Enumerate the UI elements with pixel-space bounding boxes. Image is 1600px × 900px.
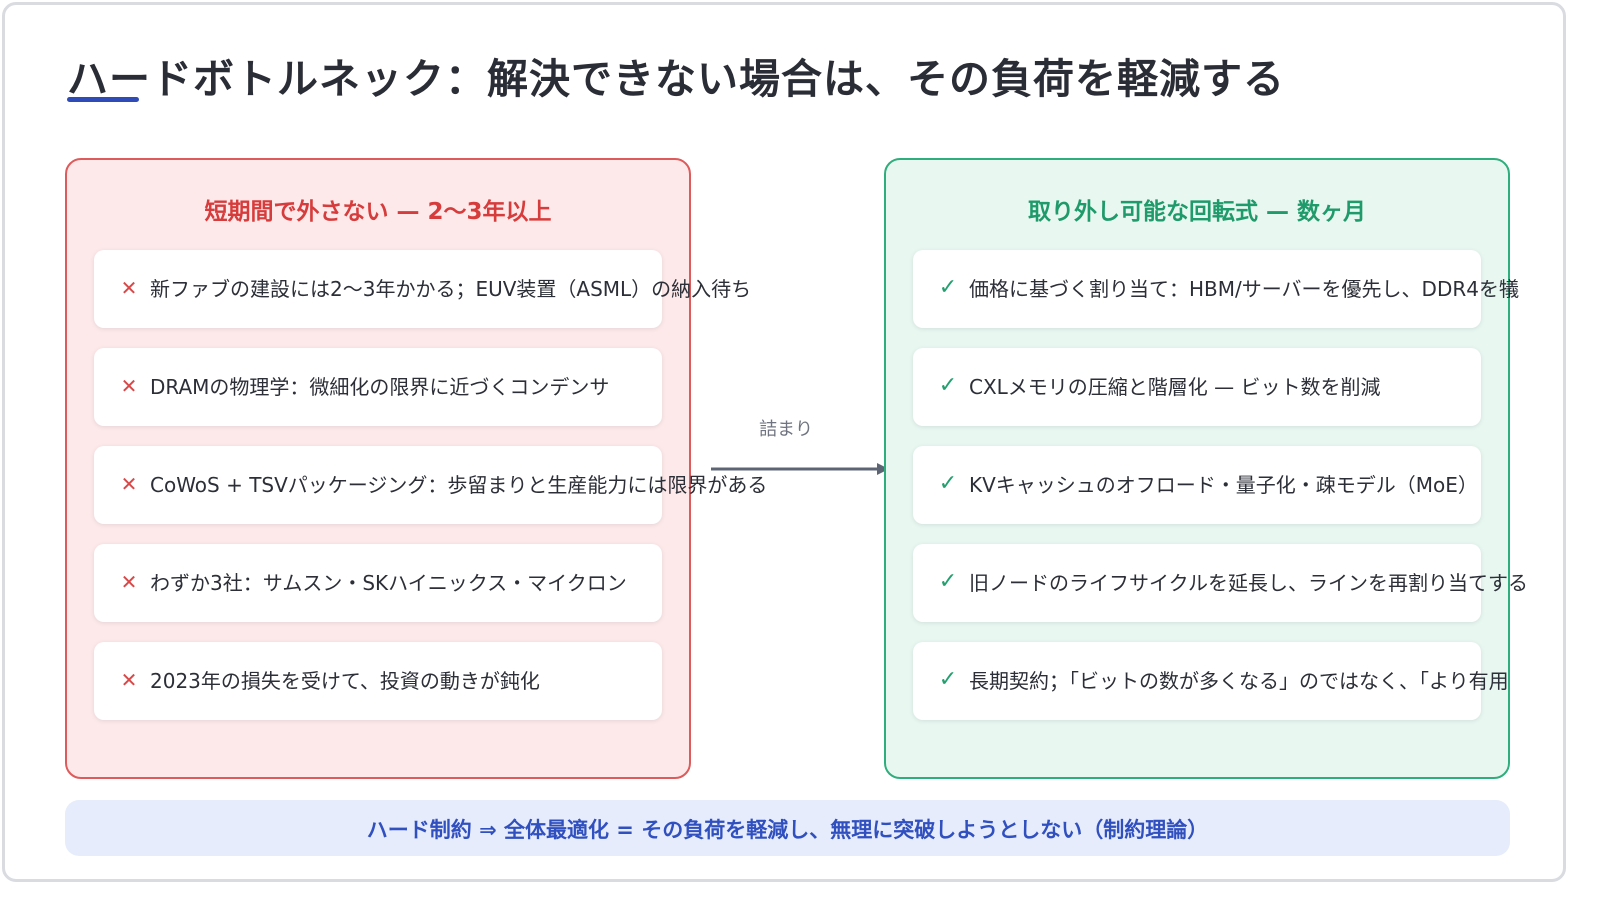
page-title: ハードボトルネック：解決できない場合は、その負荷を軽減する bbox=[67, 55, 1285, 103]
right-list-item: ✓ KVキャッシュのオフロード・量子化・疎モデル（MoE） bbox=[913, 446, 1481, 524]
check-icon: ✓ bbox=[938, 569, 958, 594]
right-panel: 取り外し可能な回転式 — 数ヶ月 ✓ 価格に基づく割り当て：HBM/サーバーを優… bbox=[884, 158, 1528, 779]
right-item-text: KVキャッシュのオフロード・量子化・疎モデル（MoE） bbox=[969, 473, 1478, 497]
cross-icon: ✕ bbox=[120, 570, 138, 594]
left-item-text: わずか3社：サムスン・SKハイニックス・マイクロン bbox=[150, 571, 627, 595]
left-item-text: DRAMの物理学：微細化の限界に近づくコンデンサ bbox=[150, 375, 610, 399]
right-list-item: ✓ 旧ノードのライフサイクルを延長し、ラインを再割り当てする bbox=[913, 544, 1528, 622]
footer-banner: ハード制約 ⇒ 全体最適化 = その負荷を軽減し、無理に突破しようとしない（制約… bbox=[65, 800, 1510, 856]
left-panel: 短期間で外さない — 2〜3年以上 ✕ 新ファブの建設には2〜3年かかる；EUV… bbox=[65, 158, 767, 779]
right-item-text: 価格に基づく割り当て：HBM/サーバーを優先し、DDR4を犠 bbox=[969, 277, 1519, 301]
left-item-text: 新ファブの建設には2〜3年かかる；EUV装置（ASML）の納入待ち bbox=[150, 277, 752, 301]
title-underline bbox=[67, 97, 139, 102]
check-icon: ✓ bbox=[938, 471, 958, 496]
left-item-text: 2023年の損失を受けて、投資の動きが鈍化 bbox=[150, 669, 540, 693]
right-panel-list: ✓ 価格に基づく割り当て：HBM/サーバーを優先し、DDR4を犠 ✓ CXLメモ… bbox=[913, 250, 1528, 740]
check-icon: ✓ bbox=[938, 373, 958, 398]
left-list-item: ✕ 新ファブの建設には2〜3年かかる；EUV装置（ASML）の納入待ち bbox=[94, 250, 751, 328]
left-list-item: ✕ 2023年の損失を受けて、投資の動きが鈍化 bbox=[94, 642, 662, 720]
footer-text: ハード制約 ⇒ 全体最適化 = その負荷を軽減し、無理に突破しようとしない（制約… bbox=[366, 818, 1209, 842]
cross-icon: ✕ bbox=[120, 374, 138, 398]
cross-icon: ✕ bbox=[120, 668, 138, 692]
right-item-text: 旧ノードのライフサイクルを延長し、ラインを再割り当てする bbox=[969, 571, 1528, 595]
arrow-right-icon bbox=[711, 463, 889, 475]
left-item-text: CoWoS + TSVパッケージング：歩留まりと生産能力には限界がある bbox=[150, 473, 768, 497]
check-icon: ✓ bbox=[938, 667, 958, 692]
left-list-item: ✕ DRAMの物理学：微細化の限界に近づくコンデンサ bbox=[94, 348, 662, 426]
right-item-text: 長期契約；「ビットの数が多くなる」のではなく、「より有用 bbox=[969, 669, 1509, 693]
left-panel-heading: 短期間で外さない — 2〜3年以上 bbox=[204, 199, 552, 225]
cross-icon: ✕ bbox=[120, 472, 138, 496]
right-list-item: ✓ CXLメモリの圧縮と階層化 — ビット数を削減 bbox=[913, 348, 1481, 426]
right-item-text: CXLメモリの圧縮と階層化 — ビット数を削減 bbox=[969, 375, 1381, 399]
left-list-item: ✕ わずか3社：サムスン・SKハイニックス・マイクロン bbox=[94, 544, 662, 622]
right-panel-heading: 取り外し可能な回転式 — 数ヶ月 bbox=[1027, 199, 1366, 225]
connector-label: 詰まり bbox=[759, 419, 813, 440]
cross-icon: ✕ bbox=[120, 276, 138, 300]
left-panel-list: ✕ 新ファブの建設には2〜3年かかる；EUV装置（ASML）の納入待ち ✕ DR… bbox=[94, 250, 767, 740]
right-list-item: ✓ 長期契約；「ビットの数が多くなる」のではなく、「より有用 bbox=[913, 642, 1509, 720]
slide: ハードボトルネック：解決できない場合は、その負荷を軽減する 短期間で外さない —… bbox=[2, 2, 1566, 882]
check-icon: ✓ bbox=[938, 275, 958, 300]
left-list-item: ✕ CoWoS + TSVパッケージング：歩留まりと生産能力には限界がある bbox=[94, 446, 767, 524]
right-list-item: ✓ 価格に基づく割り当て：HBM/サーバーを優先し、DDR4を犠 bbox=[913, 250, 1519, 328]
